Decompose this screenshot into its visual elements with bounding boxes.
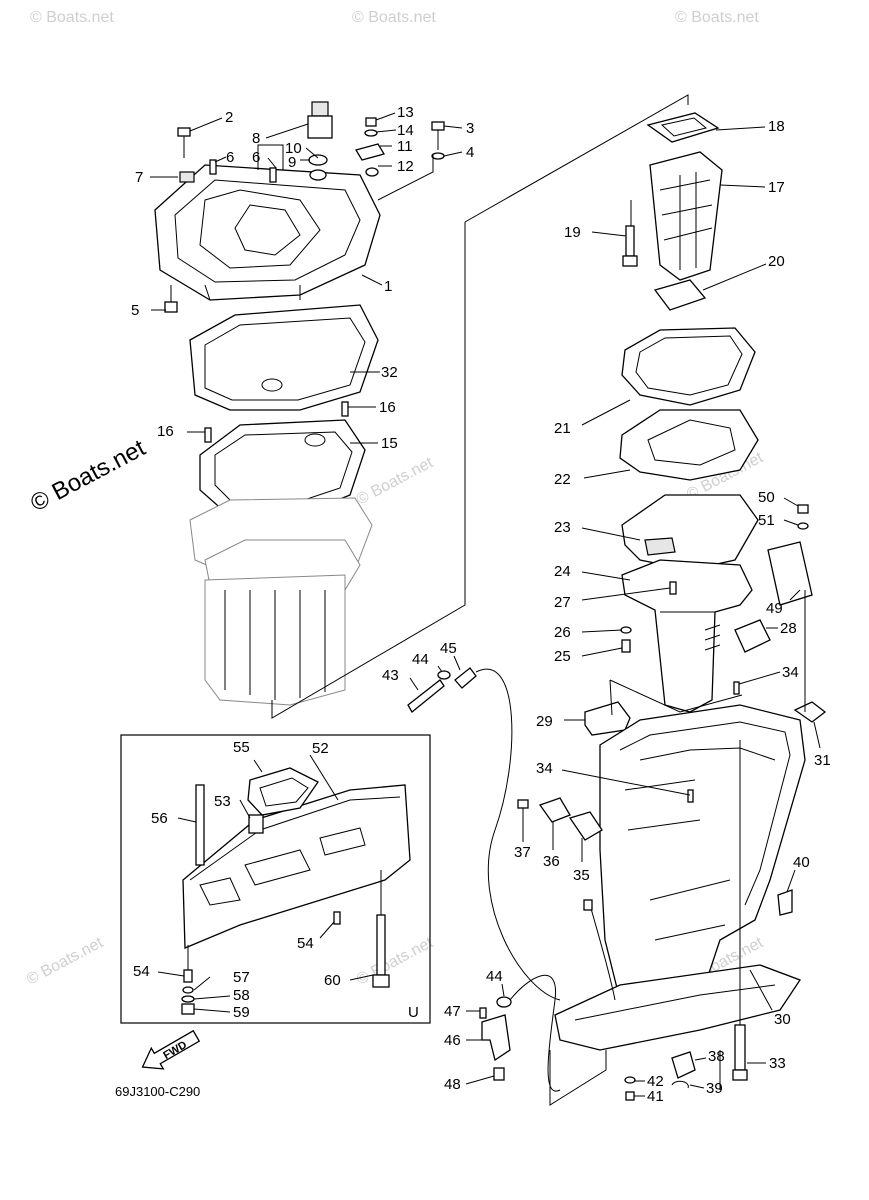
callout-25: 25	[554, 648, 571, 665]
callout-14: 14	[397, 122, 414, 139]
callout-7: 7	[135, 169, 143, 186]
callout-34: 34	[536, 760, 553, 777]
lower-casing-part	[599, 704, 806, 1011]
callout-43: 43	[382, 667, 399, 684]
callout-4: 4	[466, 144, 474, 161]
callout-17: 17	[768, 179, 785, 196]
upper-casing-group	[154, 101, 445, 706]
callout-41: 41	[647, 1088, 664, 1105]
callout-27: 27	[554, 594, 571, 611]
callout-3: 3	[466, 120, 474, 137]
callout-56: 56	[151, 810, 168, 827]
water-tube-group	[407, 667, 616, 1092]
callout-60: 60	[324, 972, 341, 989]
callout-35: 35	[573, 867, 590, 884]
callout-20: 20	[768, 253, 785, 270]
watermark: © Boats.net	[354, 454, 436, 509]
callout-16: 16	[157, 423, 174, 440]
callout-39: 39	[706, 1080, 723, 1097]
callout-52: 52	[312, 740, 329, 757]
callout-labels: 1 2 3 4 5 6 6 7 8 9 10 11 12 13 14 15 16…	[131, 104, 831, 1105]
callout-54: 54	[133, 963, 150, 980]
callout-44: 44	[486, 968, 503, 985]
callout-9: 9	[288, 154, 296, 171]
callout-16: 16	[379, 399, 396, 416]
catalog-code: 69J3100-C290	[115, 1084, 200, 1099]
callout-53: 53	[214, 793, 231, 810]
callout-34: 34	[782, 664, 799, 681]
callout-6: 6	[226, 149, 234, 166]
callout-47: 47	[444, 1003, 461, 1020]
callout-49: 49	[766, 600, 783, 617]
callout-18: 18	[768, 118, 785, 135]
callout-30: 30	[774, 1011, 791, 1028]
callout-33: 33	[769, 1055, 786, 1072]
callout-48: 48	[444, 1076, 461, 1093]
callout-15: 15	[381, 435, 398, 452]
gasket-part	[189, 304, 379, 411]
watermark: © Boats.net	[30, 9, 114, 26]
callout-37: 37	[514, 844, 531, 861]
callout-13: 13	[397, 104, 414, 121]
callout-36: 36	[543, 853, 560, 870]
callout-23: 23	[554, 519, 571, 536]
callout-31: 31	[814, 752, 831, 769]
inset-box: U	[120, 734, 431, 1024]
watermark: © Boats.net	[354, 934, 436, 989]
callout-leaders	[150, 112, 821, 1097]
callout-6: 6	[252, 149, 260, 166]
gasket-part	[621, 327, 756, 406]
callout-29: 29	[536, 713, 553, 730]
adapter-plate-part	[199, 419, 366, 516]
callout-11: 11	[397, 138, 413, 155]
callout-28: 28	[780, 620, 797, 637]
watermark: © Boats.net	[24, 934, 106, 989]
callout-5: 5	[131, 302, 139, 319]
callout-21: 21	[554, 420, 571, 437]
callout-58: 58	[233, 987, 250, 1004]
callout-45: 45	[440, 640, 457, 657]
callout-10: 10	[285, 140, 302, 157]
inset-letter: U	[408, 1004, 419, 1021]
callout-55: 55	[233, 739, 250, 756]
copyright-watermark: © Boats.net	[26, 434, 150, 517]
callout-19: 19	[564, 224, 581, 241]
assembly-bounding-lines	[257, 94, 689, 719]
callout-57: 57	[233, 969, 250, 986]
exhaust-guide-part	[649, 151, 723, 281]
callout-1: 1	[384, 278, 392, 295]
callout-40: 40	[793, 854, 810, 871]
callout-54: 54	[297, 935, 314, 952]
callout-42: 42	[647, 1073, 664, 1090]
callout-59: 59	[233, 1004, 250, 1021]
callout-32: 32	[381, 364, 398, 381]
watermark: © Boats.net	[352, 9, 436, 26]
callout-46: 46	[444, 1032, 461, 1049]
fwd-label: FWD	[161, 1039, 189, 1062]
callout-22: 22	[554, 471, 571, 488]
callout-38: 38	[708, 1048, 725, 1065]
callout-2: 2	[225, 109, 233, 126]
upper-casing-part	[154, 164, 381, 301]
callout-44: 44	[412, 651, 429, 668]
callout-51: 51	[758, 512, 775, 529]
callout-50: 50	[758, 489, 775, 506]
watermark: © Boats.net	[675, 9, 759, 26]
callout-12: 12	[397, 158, 414, 175]
exhaust-group	[517, 112, 827, 1106]
exhaust-manifold-part	[621, 559, 753, 713]
fwd-arrow: FWD	[141, 1029, 201, 1070]
callout-26: 26	[554, 624, 571, 641]
callout-24: 24	[554, 563, 571, 580]
callout-8: 8	[252, 130, 260, 147]
